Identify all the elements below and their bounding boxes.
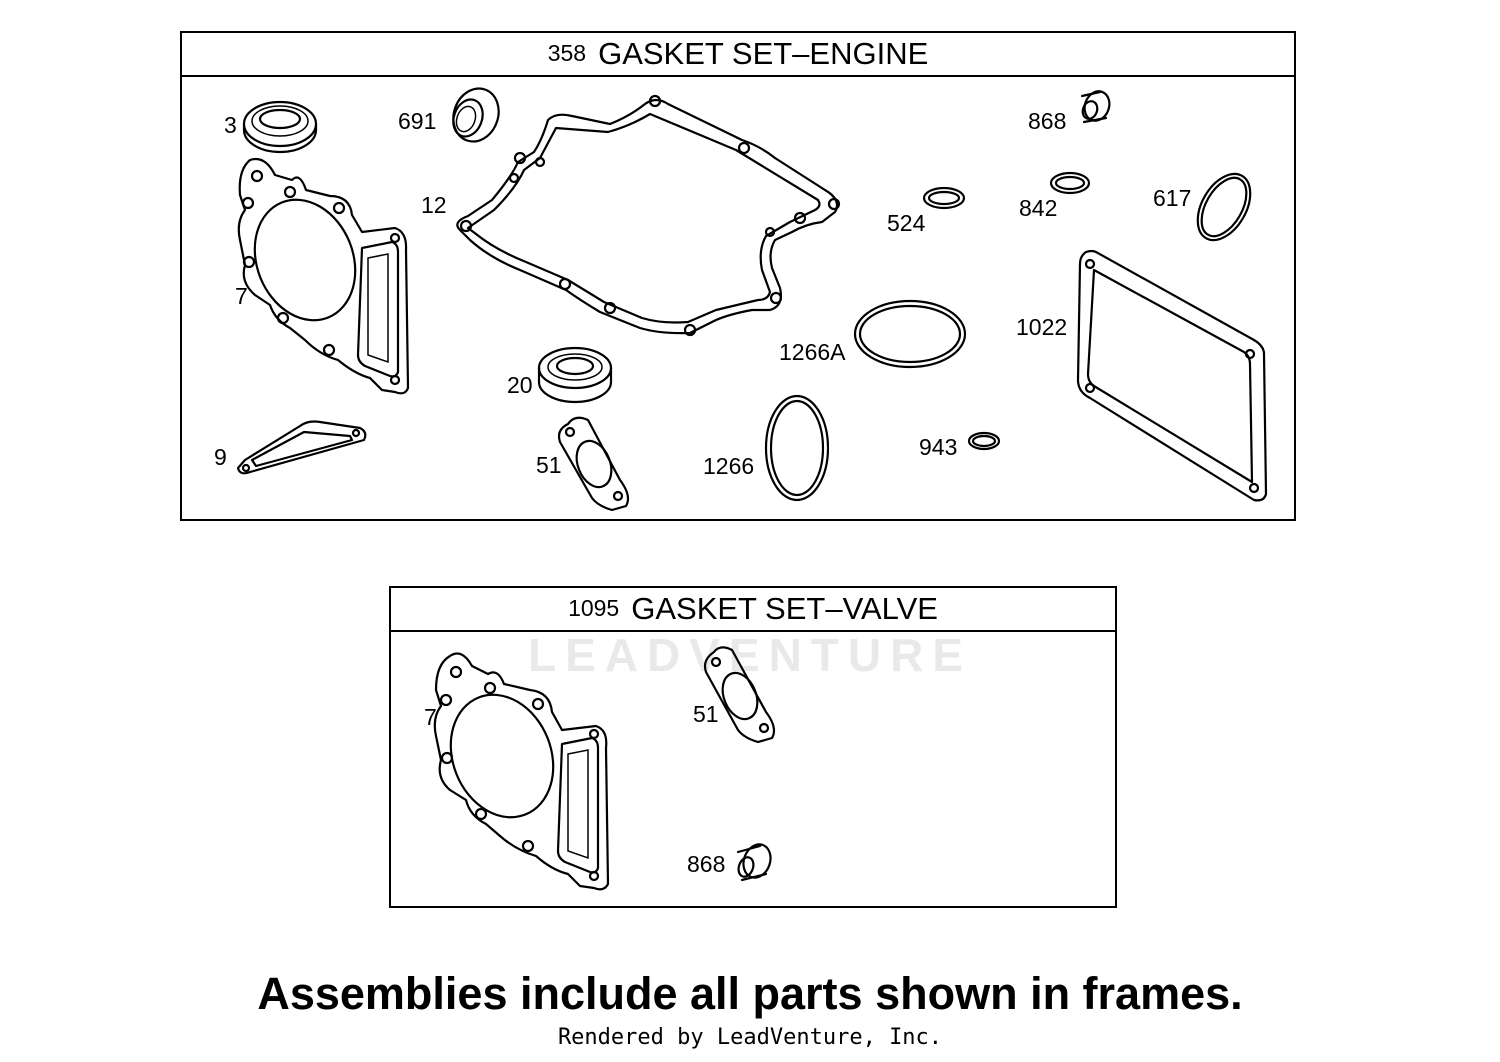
part-1266-o-ring[interactable] — [764, 394, 830, 502]
callout-9[interactable]: 9 — [214, 444, 227, 470]
part-842-seal-ring[interactable] — [1049, 171, 1091, 195]
assemblies-note: Assemblies include all parts shown in fr… — [257, 968, 1243, 1019]
part-51-intake-gasket-valve-set[interactable] — [703, 646, 776, 744]
callout-1266a[interactable]: 1266A — [779, 339, 846, 365]
part-1022-valve-cover-gasket[interactable] — [1076, 249, 1268, 502]
callout-20[interactable]: 20 — [507, 372, 533, 398]
part-691-seal[interactable] — [446, 82, 506, 148]
gasket-set-valve-header: 1095 GASKET SET–VALVE — [391, 588, 1115, 632]
part-12-crankcase-gasket[interactable] — [456, 94, 841, 337]
part-943-seal-ring[interactable] — [967, 431, 1001, 451]
callout-842[interactable]: 842 — [1019, 195, 1058, 221]
callout-868[interactable]: 868 — [1028, 108, 1067, 134]
callout-7[interactable]: 7 — [235, 283, 248, 309]
part-617-o-ring[interactable] — [1187, 165, 1261, 249]
callout-12[interactable]: 12 — [421, 192, 447, 218]
part-868-valve-seal[interactable] — [1080, 88, 1113, 124]
part-9-breather-gasket[interactable] — [236, 420, 367, 475]
callout-7-valve-set[interactable]: 7 — [424, 704, 437, 730]
callout-51[interactable]: 51 — [536, 452, 562, 478]
part-51-intake-gasket[interactable] — [557, 416, 630, 512]
callout-3[interactable]: 3 — [224, 112, 237, 138]
callout-1022[interactable]: 1022 — [1016, 314, 1068, 340]
part-20-oil-seal[interactable] — [537, 346, 613, 404]
part-1266a-o-ring[interactable] — [853, 299, 967, 369]
assembly-title: GASKET SET–ENGINE — [598, 36, 929, 71]
gasket-set-valve-frame: 1095 GASKET SET–VALVE — [389, 586, 1117, 908]
part-524-seal-ring[interactable] — [922, 186, 966, 210]
callout-1266[interactable]: 1266 — [703, 453, 755, 479]
assembly-number: 1095 — [568, 594, 620, 621]
callout-51-valve-set[interactable]: 51 — [693, 701, 719, 727]
callout-617[interactable]: 617 — [1153, 185, 1192, 211]
callout-868-valve-set[interactable]: 868 — [687, 851, 726, 877]
callout-943[interactable]: 943 — [919, 434, 958, 460]
part-3-oil-seal[interactable] — [242, 100, 318, 154]
callout-691[interactable]: 691 — [398, 108, 437, 134]
gasket-set-engine-header: 358 GASKET SET–ENGINE — [182, 33, 1294, 77]
callout-524[interactable]: 524 — [887, 210, 926, 236]
part-7-head-gasket[interactable] — [237, 157, 410, 395]
gasket-set-engine-frame: 358 GASKET SET–ENGINE — [180, 31, 1296, 521]
part-7-head-gasket-valve-set[interactable] — [433, 652, 610, 891]
rendered-by-credit: Rendered by LeadVenture, Inc. — [557, 1025, 943, 1050]
part-868-valve-seal-valve-set[interactable] — [736, 841, 775, 882]
assembly-number: 358 — [547, 39, 587, 66]
assembly-title: GASKET SET–VALVE — [631, 591, 938, 626]
